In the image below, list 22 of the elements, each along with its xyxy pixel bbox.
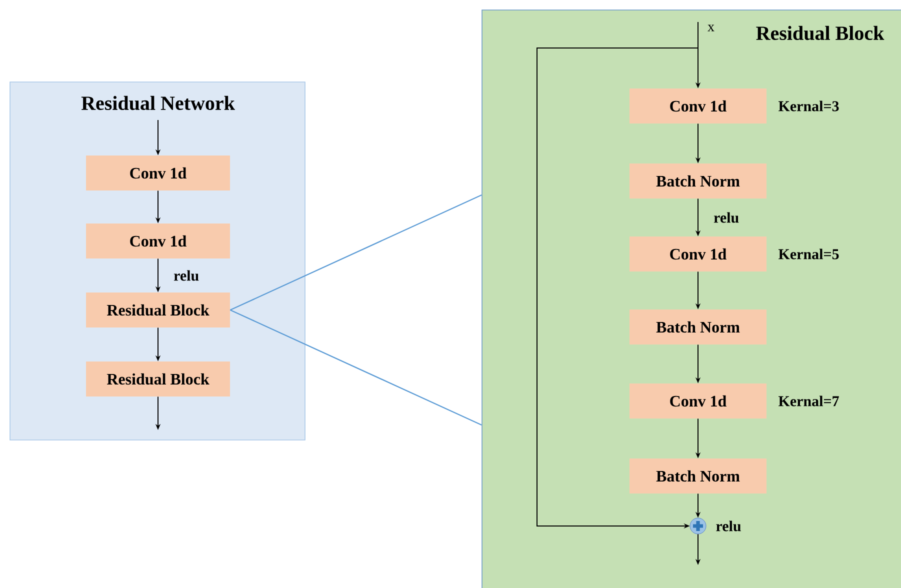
- process-box: Conv 1d: [86, 156, 230, 190]
- side-label: Kernal=3: [778, 100, 839, 112]
- panel-title: Residual Block: [756, 26, 884, 40]
- side-label: Kernal=5: [778, 248, 839, 260]
- process-box: Conv 1d: [630, 236, 766, 272]
- process-box: Conv 1d: [630, 88, 766, 124]
- process-box: Batch Norm: [630, 310, 766, 344]
- connector-line: [230, 309, 482, 426]
- input-label: x: [708, 24, 714, 32]
- side-label: Kernal=7: [778, 396, 839, 406]
- process-box: Batch Norm: [630, 164, 766, 198]
- process-box: Residual Block: [86, 362, 230, 396]
- edge-label: relu: [714, 212, 739, 223]
- process-box: Residual Block: [86, 292, 230, 328]
- edge-label: relu: [174, 270, 199, 281]
- process-box: Conv 1d: [630, 384, 766, 418]
- process-box: Conv 1d: [86, 224, 230, 258]
- panel-title: Residual Network: [81, 96, 235, 110]
- side-label: relu: [716, 520, 741, 532]
- connector-line: [230, 194, 482, 311]
- sum-circle: [690, 518, 706, 534]
- process-box: Batch Norm: [630, 458, 766, 494]
